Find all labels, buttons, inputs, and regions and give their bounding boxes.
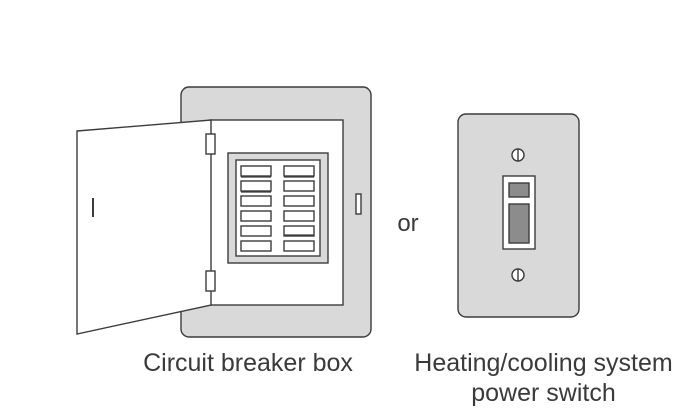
power-switch-label-line2: power switch bbox=[471, 379, 616, 407]
breaker-column-left bbox=[240, 165, 272, 252]
breaker-switch bbox=[240, 210, 272, 222]
screw-icon bbox=[511, 148, 525, 162]
breaker-switch bbox=[283, 165, 315, 177]
breaker-switch bbox=[283, 210, 315, 222]
switch-toggle-lower bbox=[508, 203, 530, 244]
breaker-column-right bbox=[283, 165, 315, 252]
power-switch-label: Heating/cooling system power switch bbox=[394, 348, 693, 408]
breaker-hinge-bottom bbox=[205, 270, 216, 292]
power-switch-label-line1: Heating/cooling system bbox=[414, 349, 673, 377]
breaker-door bbox=[76, 119, 212, 335]
breaker-switch bbox=[240, 195, 272, 207]
breaker-box-label: Circuit breaker box bbox=[143, 349, 353, 377]
circuit-breaker-box-icon bbox=[76, 86, 372, 338]
breaker-switch bbox=[283, 240, 315, 252]
wall-switch-icon bbox=[457, 113, 580, 318]
breaker-switch bbox=[240, 240, 272, 252]
connector-or-text: or bbox=[397, 210, 419, 237]
breaker-switch bbox=[283, 180, 315, 192]
screw-icon bbox=[511, 268, 525, 282]
switch-toggle-upper bbox=[508, 182, 530, 198]
breaker-switch bbox=[283, 225, 315, 237]
breaker-switch bbox=[240, 180, 272, 192]
breaker-switch bbox=[240, 225, 272, 237]
breaker-latch bbox=[355, 193, 362, 215]
breaker-hinge-top bbox=[205, 133, 216, 155]
breaker-switch bbox=[240, 165, 272, 177]
breaker-toggle-marks bbox=[241, 176, 314, 236]
breaker-switch bbox=[283, 195, 315, 207]
